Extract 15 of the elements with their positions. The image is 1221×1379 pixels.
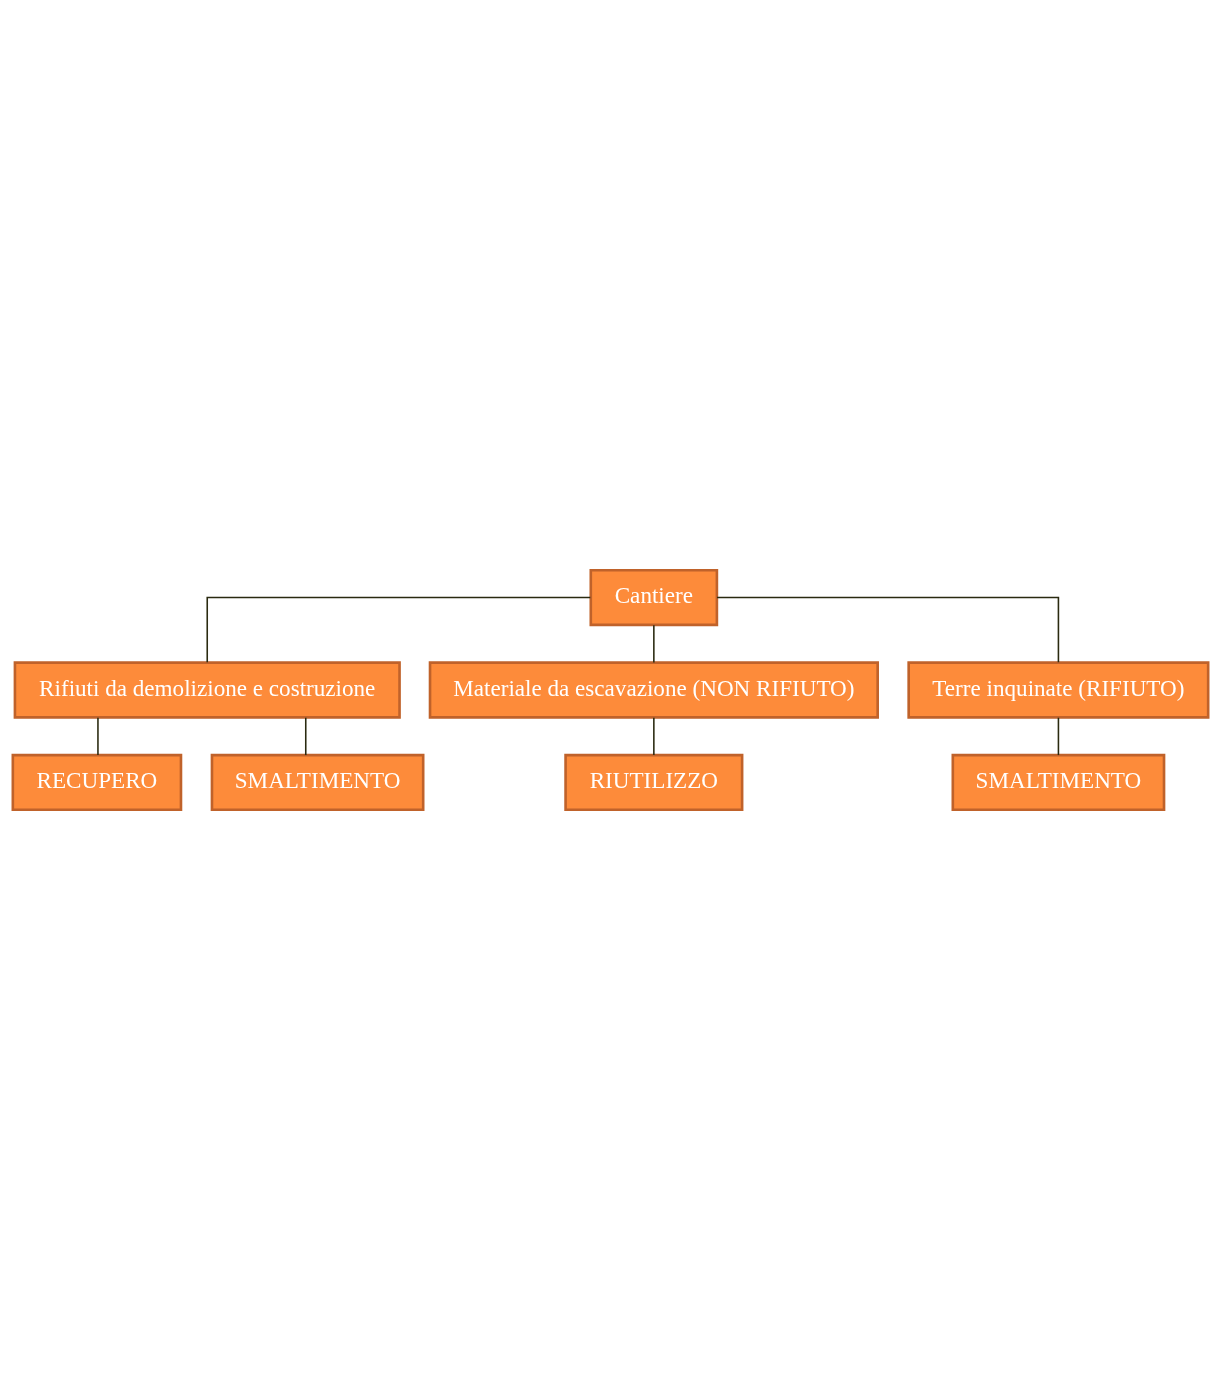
node-box: RECUPERO [11, 753, 183, 811]
connector [653, 716, 655, 756]
node-box: Terre inquinate (RIFIUTO) [907, 660, 1210, 719]
node-box: Materiale da escavazione (NON RIFIUTO) [428, 660, 879, 719]
node-box: Cantiere [589, 568, 719, 626]
connector [716, 596, 1060, 663]
node-box: RIUTILIZZO [564, 753, 744, 811]
connector [304, 716, 307, 756]
connector [653, 624, 655, 663]
connector [1057, 716, 1060, 756]
node-box: SMALTIMENTO [210, 753, 425, 811]
connector [97, 716, 99, 756]
node-box: Rifiuti da demolizione e costruzione [13, 660, 401, 719]
connector [206, 596, 592, 663]
node-box: SMALTIMENTO [951, 753, 1166, 811]
